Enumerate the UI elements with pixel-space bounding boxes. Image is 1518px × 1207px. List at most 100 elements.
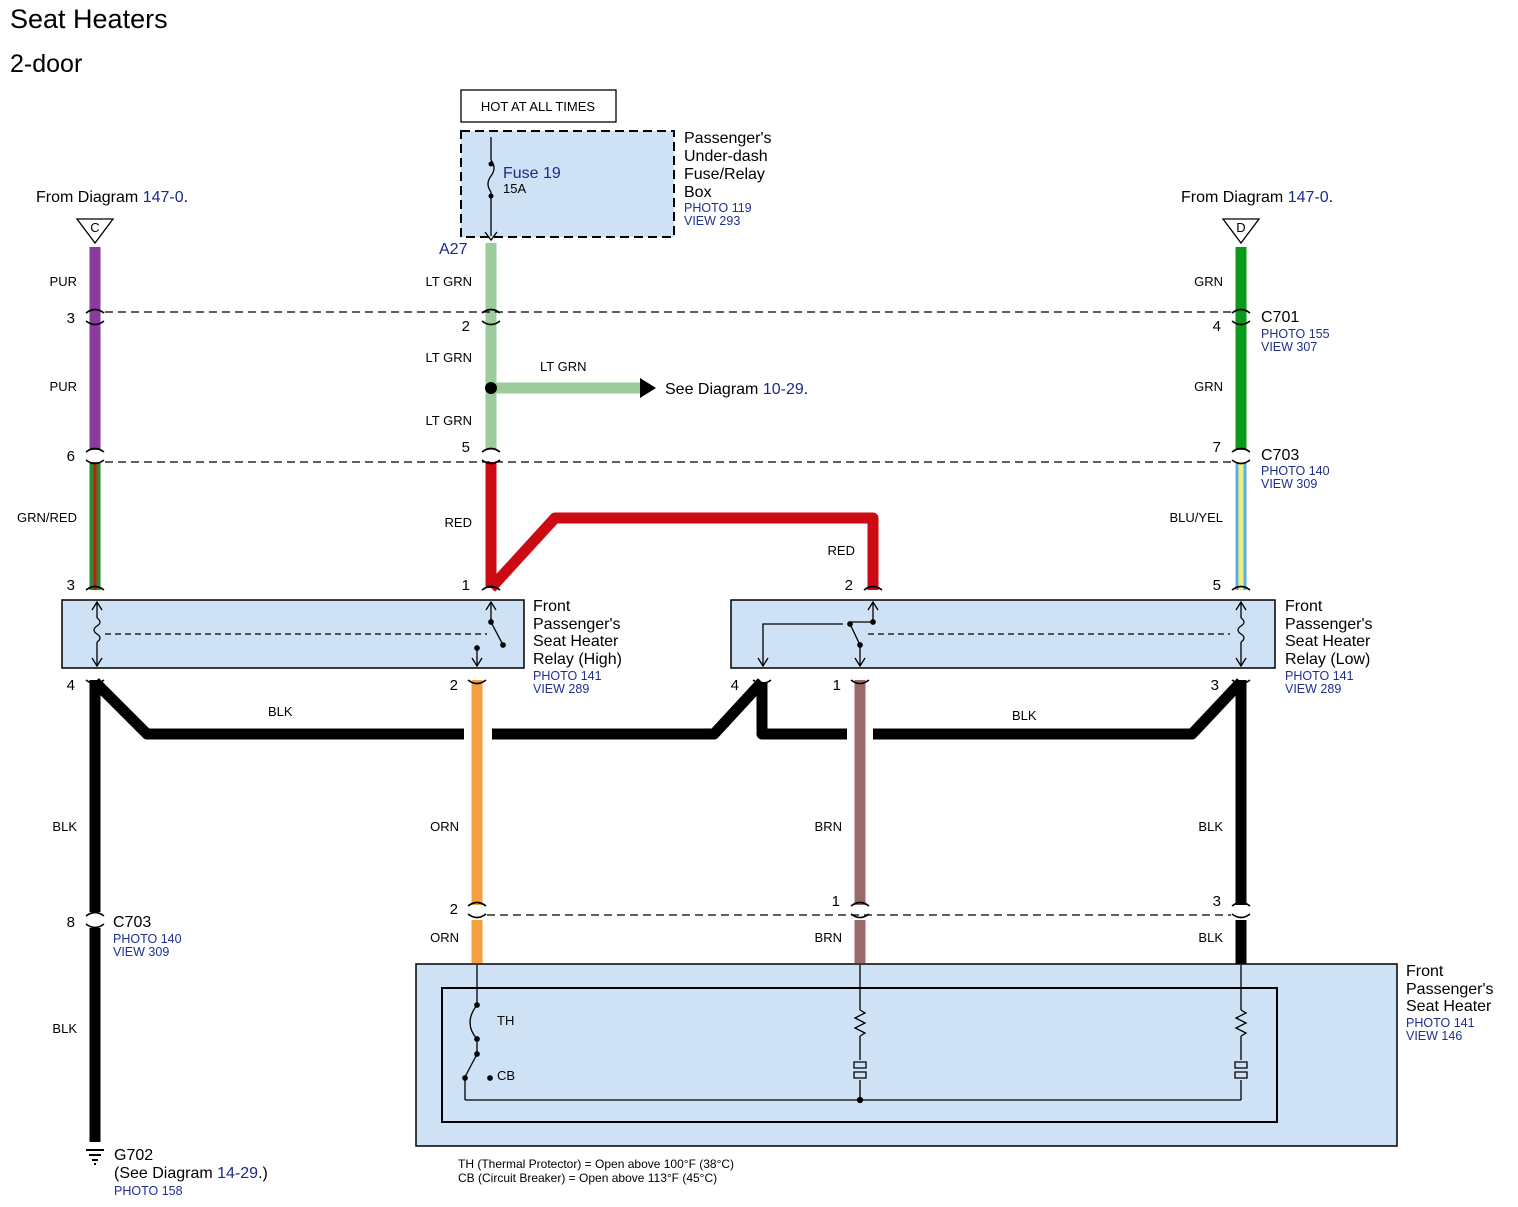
splice-dot <box>485 382 497 394</box>
pin-number: 8 <box>67 914 75 931</box>
relay-low-label-4: Relay (Low) <box>1285 651 1370 668</box>
pin-number: 1 <box>833 677 841 694</box>
fuse-relay-box <box>460 130 675 238</box>
relay-low-label-1: Front <box>1285 598 1323 615</box>
c703-top-photo: PHOTO 140 <box>1261 464 1330 478</box>
c701-name: C701 <box>1261 309 1299 326</box>
wire-label: LT GRN <box>426 350 472 365</box>
seat-heater-box <box>415 963 1398 1147</box>
source-right-label: From Diagram 147-0. <box>1181 189 1333 206</box>
ground-icon <box>86 1149 104 1165</box>
wire-label: RED <box>828 543 855 558</box>
fuse-box-label-3: Fuse/Relay <box>684 166 765 183</box>
seat-heater-view: VIEW 146 <box>1406 1029 1462 1043</box>
connector-marks <box>85 308 1251 929</box>
page-subtitle: 2-door <box>10 50 82 78</box>
wire-blk <box>89 678 1247 1142</box>
hot-at-all-times-box <box>460 89 617 123</box>
relay-high-label-2: Passenger's <box>533 616 621 633</box>
fuse-icon <box>484 137 498 242</box>
relay-high-label-3: Seat Heater <box>533 633 619 650</box>
wire-label: RED <box>445 515 472 530</box>
ground-photo: PHOTO 158 <box>114 1184 183 1198</box>
relay-high-switch-icon <box>471 600 506 668</box>
seat-heater-photo: PHOTO 141 <box>1406 1016 1475 1030</box>
wire-label: BLK <box>1012 708 1037 723</box>
pin-number: 3 <box>67 577 75 594</box>
relay-low-photo: PHOTO 141 <box>1285 669 1354 683</box>
pin-number: 1 <box>462 577 470 594</box>
wire-label: PUR <box>50 379 77 394</box>
wire-label: BLK <box>268 704 293 719</box>
seat-heater-label-1: Front <box>1406 963 1444 980</box>
fuse-box-view: VIEW 293 <box>684 214 740 228</box>
pin-number: 5 <box>462 439 470 456</box>
pin-number: 4 <box>1213 318 1221 335</box>
note-circuit-breaker: CB (Circuit Breaker) = Open above 113°F … <box>458 1171 717 1185</box>
relay-high-label-4: Relay (High) <box>533 651 622 668</box>
c703-top-view: VIEW 309 <box>1261 477 1317 491</box>
pin-number: 2 <box>450 677 458 694</box>
relay-low-coil-icon <box>1235 600 1247 668</box>
see-diagram-branch: See Diagram 10-29. <box>665 381 808 398</box>
circuit-breaker-label: CB <box>497 1068 515 1083</box>
c703-left-view: VIEW 309 <box>113 945 169 959</box>
fuse-box-label-4: Box <box>684 184 712 201</box>
relay-high-coil-icon <box>91 600 487 668</box>
source-left-letter: C <box>90 220 99 235</box>
relay-high-view: VIEW 289 <box>533 682 589 696</box>
pin-number: 4 <box>731 677 739 694</box>
pin-number: 3 <box>1213 893 1221 910</box>
pin-number: 2 <box>845 577 853 594</box>
wire-label: GRN/RED <box>17 510 77 525</box>
pin-number: 2 <box>450 901 458 918</box>
wire-label: ORN <box>430 819 459 834</box>
pin-number: 2 <box>462 318 470 335</box>
wire-label: LT GRN <box>540 359 586 374</box>
relay-high-photo: PHOTO 141 <box>533 669 602 683</box>
wire-label: LT GRN <box>426 274 472 289</box>
wire-label: BLU/YEL <box>1170 510 1223 525</box>
fuse-box-photo: PHOTO 119 <box>684 201 752 215</box>
c701-photo: PHOTO 155 <box>1261 327 1330 341</box>
source-right-letter: D <box>1236 220 1245 235</box>
source-left-label: From Diagram 147-0. <box>36 189 188 206</box>
pin-number: 6 <box>67 448 75 465</box>
fuse-rating: 15A <box>503 181 526 196</box>
wire-label: BLK <box>1198 819 1223 834</box>
wire-label: ORN <box>430 930 459 945</box>
thermal-protector-label: TH <box>497 1013 514 1028</box>
seat-heater-label-2: Passenger's <box>1406 981 1494 998</box>
relay-low-switch-icon <box>757 600 1230 668</box>
pin-number: 5 <box>1213 577 1221 594</box>
hot-at-all-times-label: HOT AT ALL TIMES <box>481 99 595 114</box>
c703-left-photo: PHOTO 140 <box>113 932 182 946</box>
terminal-a27: A27 <box>439 241 468 258</box>
fuse-box-label-1: Passenger's <box>684 130 772 147</box>
c703-top-name: C703 <box>1261 447 1299 464</box>
relay-high-label-1: Front <box>533 598 571 615</box>
page-title: Seat Heaters <box>10 4 168 34</box>
wire-label: GRN <box>1194 274 1223 289</box>
note-thermal-protector: TH (Thermal Protector) = Open above 100°… <box>458 1157 734 1171</box>
c703-left-name: C703 <box>113 914 151 931</box>
pin-number: 3 <box>1211 677 1219 694</box>
ground-name: G702 <box>114 1147 153 1164</box>
relay-high-box <box>61 599 525 669</box>
fuse-box-label-2: Under-dash <box>684 148 768 165</box>
pin-number: 1 <box>832 893 840 910</box>
relay-low-label-3: Seat Heater <box>1285 633 1371 650</box>
seat-heater-circuit <box>462 965 1248 1104</box>
relay-low-view: VIEW 289 <box>1285 682 1341 696</box>
branch-arrow-icon <box>640 378 656 398</box>
source-left-triangle-icon <box>75 218 115 245</box>
wire-label: PUR <box>50 274 77 289</box>
wire-red <box>485 462 879 592</box>
wire-label: GRN <box>1194 379 1223 394</box>
fuse-name: Fuse 19 <box>503 165 561 182</box>
pin-number: 3 <box>67 310 75 327</box>
pin-number: 7 <box>1213 439 1221 456</box>
seat-heater-label-3: Seat Heater <box>1406 998 1492 1015</box>
source-right-triangle-icon <box>1221 218 1261 245</box>
